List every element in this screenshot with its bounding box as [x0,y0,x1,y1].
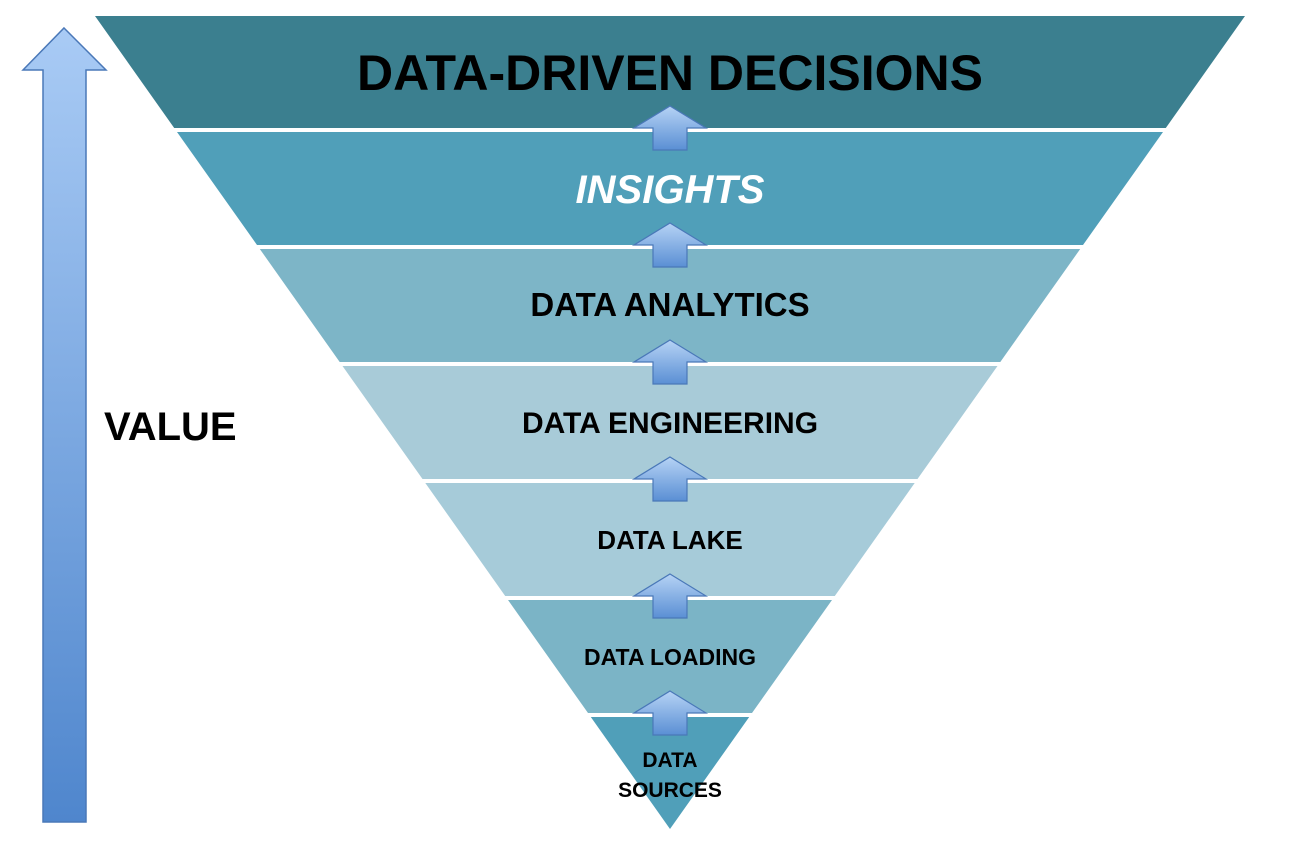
up-arrow-icon [631,222,709,268]
layer-label-analytics: DATA ANALYTICS [530,286,809,323]
layer-label-decisions: DATA-DRIVEN DECISIONS [357,45,983,101]
layer-band-loading [508,600,832,713]
layer-band-lake [425,483,915,596]
layer-label-sources-line-2: SOURCES [618,779,722,802]
layer-band-analytics [259,249,1081,362]
layer-band-insights [177,132,1163,245]
funnel-layers [95,16,1245,829]
value-axis-label: VALUE [104,405,237,449]
layer-label-insights: INSIGHTS [576,168,765,212]
layer-band-engineering [342,366,998,479]
layer-label-engineering: DATA ENGINEERING [522,407,818,440]
funnel-labels: DATA-DRIVEN DECISIONS INSIGHTS DATA ANAL… [357,45,983,802]
up-arrow-icon [631,339,709,385]
flow-arrows [631,105,709,736]
up-arrow-icon [631,690,709,736]
layer-band-sources [590,717,750,829]
layer-band-decisions [95,16,1245,128]
layer-label-sources-line-1: DATA [642,749,697,772]
value-arrow-icon [21,26,108,823]
up-arrow-icon [631,456,709,502]
layer-label-loading: DATA LOADING [584,644,756,670]
up-arrow-icon [631,105,709,151]
up-arrow-icon [631,573,709,619]
layer-label-lake: DATA LAKE [597,525,742,555]
